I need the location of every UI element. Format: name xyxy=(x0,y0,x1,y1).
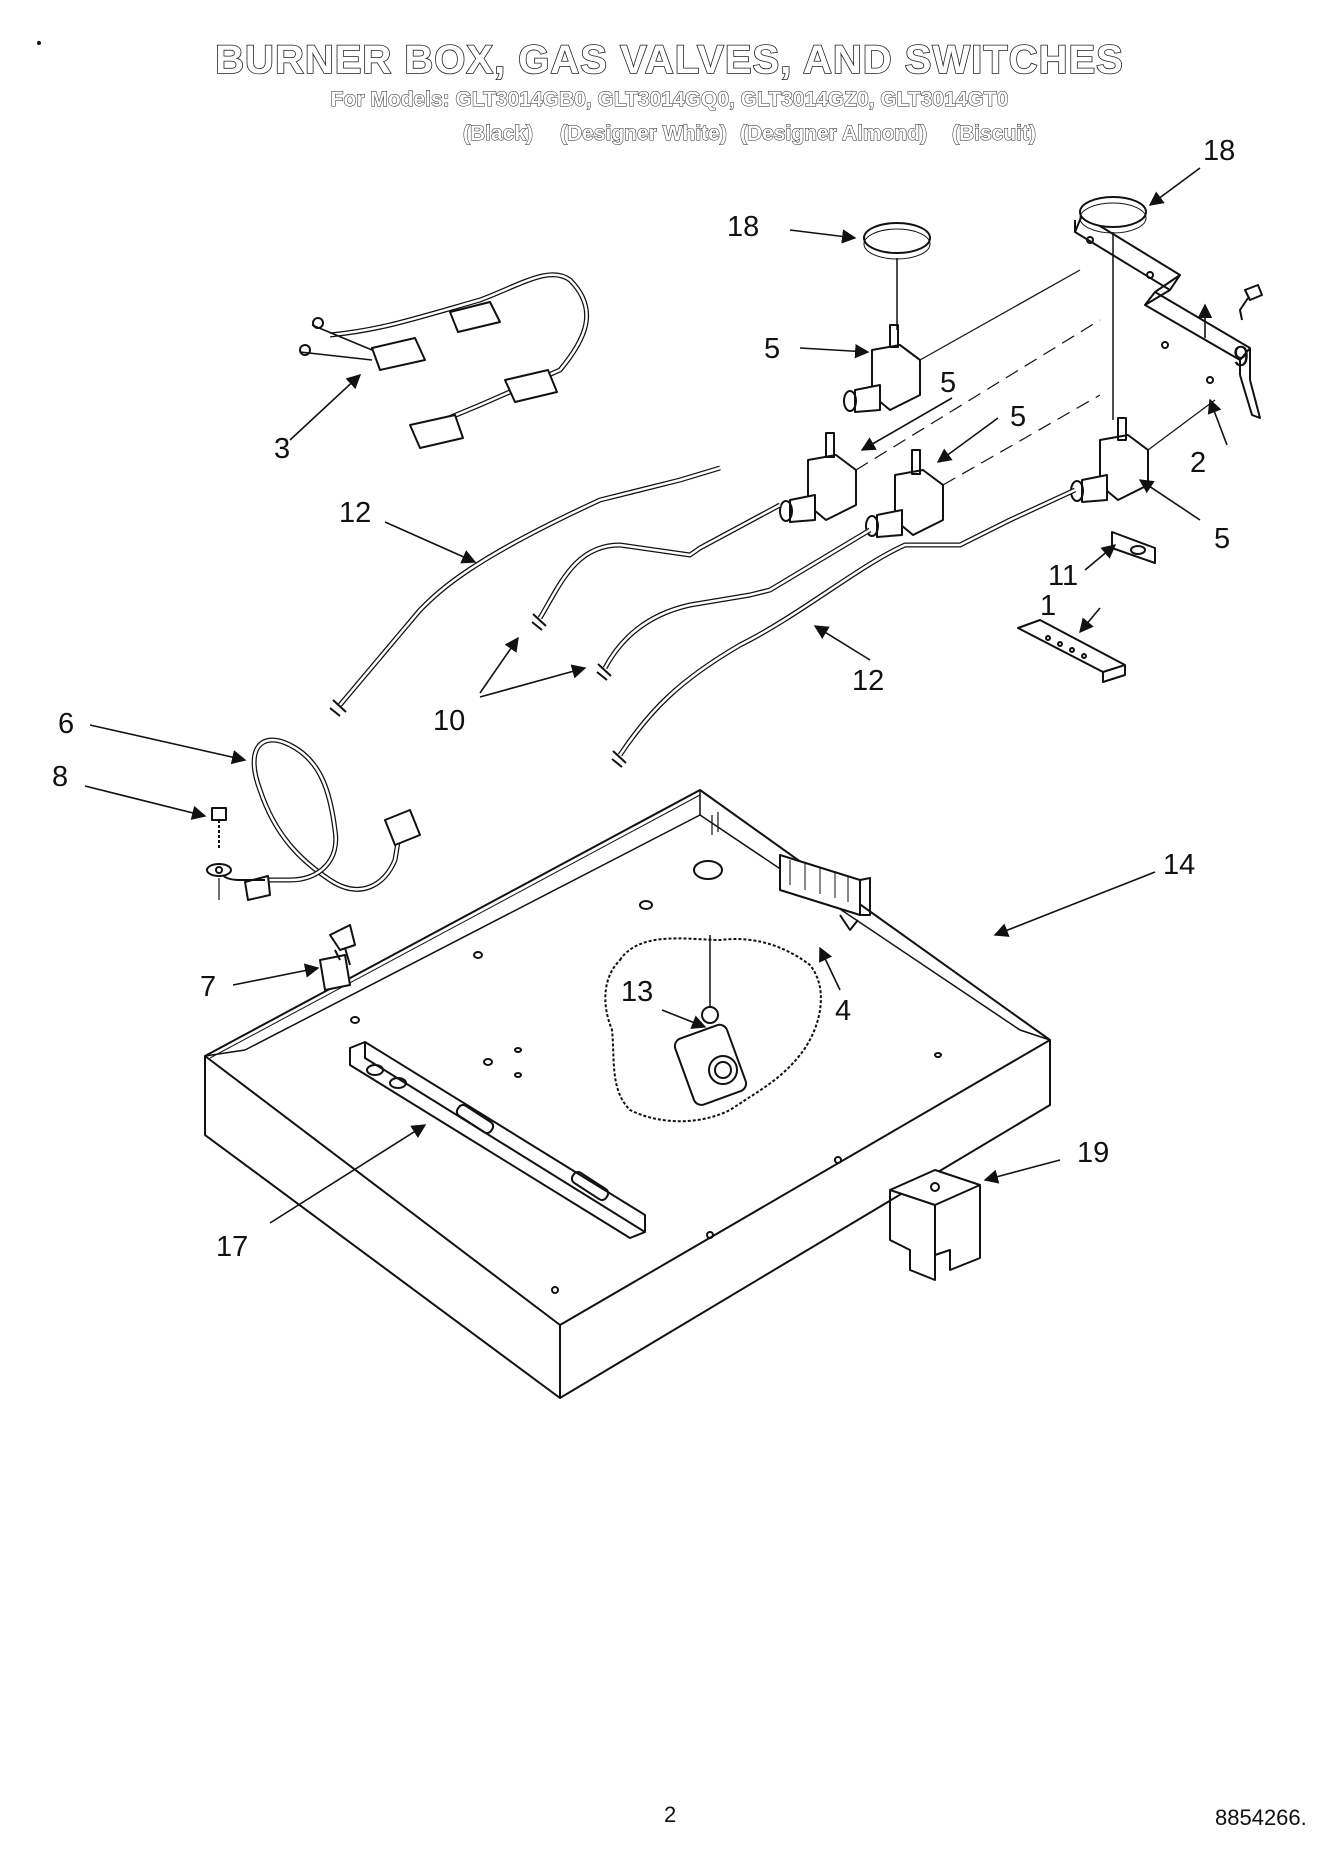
gas-tube-3 xyxy=(596,527,872,681)
callout-11: 11 xyxy=(1048,560,1078,592)
callout-5d: 5 xyxy=(1214,523,1230,555)
callout-19: 19 xyxy=(1077,1137,1109,1169)
gas-valve-3 xyxy=(865,449,944,538)
page-title: BURNER BOX, GAS VALVES, AND SWITCHES xyxy=(214,37,1124,83)
cutaway-region xyxy=(604,935,822,1123)
callout-12a: 12 xyxy=(339,497,371,529)
corner-mark xyxy=(37,41,41,45)
gasket-part xyxy=(1111,531,1156,564)
callout-12b: 12 xyxy=(852,665,884,697)
callout-17: 17 xyxy=(216,1231,248,1263)
callout-3: 3 xyxy=(274,433,290,465)
mounting-strip-part xyxy=(1017,619,1126,683)
callout-7: 7 xyxy=(200,971,216,1003)
gas-valve-4 xyxy=(1070,417,1149,503)
burner-cap-right-part xyxy=(1079,196,1147,420)
burner-box xyxy=(204,789,1051,1399)
callout-13: 13 xyxy=(621,976,653,1008)
callout-14: 14 xyxy=(1163,849,1195,881)
leader-lines xyxy=(84,167,1228,1224)
callout-18a: 18 xyxy=(727,211,759,243)
callout-labels: 1 2 3 4 5 5 5 5 6 7 8 9 10 11 12 12 13 1… xyxy=(52,135,1249,1263)
callout-9: 9 xyxy=(1233,341,1249,373)
igniter-wire-part xyxy=(219,737,421,901)
burner-cap-left-part xyxy=(863,222,931,330)
callout-8: 8 xyxy=(52,761,68,793)
callout-18b: 18 xyxy=(1203,135,1235,167)
terminal-block-part xyxy=(779,854,871,931)
gas-valve-1 xyxy=(843,324,921,413)
gas-tube-4 xyxy=(611,487,1077,768)
gas-valve-2 xyxy=(779,432,857,523)
gas-tube-2 xyxy=(531,502,782,631)
callout-5a: 5 xyxy=(764,333,780,365)
callout-6: 6 xyxy=(58,708,74,740)
color-biscuit: (Biscuit) xyxy=(952,122,1037,146)
color-black: (Black) xyxy=(462,122,534,146)
callout-10: 10 xyxy=(433,705,465,737)
wire-harness-part xyxy=(299,272,590,449)
manifold-bar-part xyxy=(349,1041,646,1239)
switch-part xyxy=(319,924,356,991)
callout-4: 4 xyxy=(835,995,851,1027)
screw-small-part xyxy=(1239,284,1263,321)
color-designer-almond: (Designer Almond) xyxy=(739,122,928,146)
callout-5c: 5 xyxy=(1010,401,1026,433)
screw-part xyxy=(206,807,232,900)
callout-5b: 5 xyxy=(940,367,956,399)
gas-tube-1 xyxy=(329,465,721,717)
callout-1: 1 xyxy=(1040,590,1056,622)
burner-rail-part xyxy=(1074,214,1261,419)
document-number: 8854266. xyxy=(1215,1805,1307,1830)
bracket-part xyxy=(889,1169,981,1281)
page-number: 2 xyxy=(664,1802,677,1827)
models-line: For Models: GLT3014GB0, GLT3014GQ0, GLT3… xyxy=(330,88,1009,112)
color-designer-white: (Designer White) xyxy=(560,122,728,146)
callout-2: 2 xyxy=(1190,447,1206,479)
